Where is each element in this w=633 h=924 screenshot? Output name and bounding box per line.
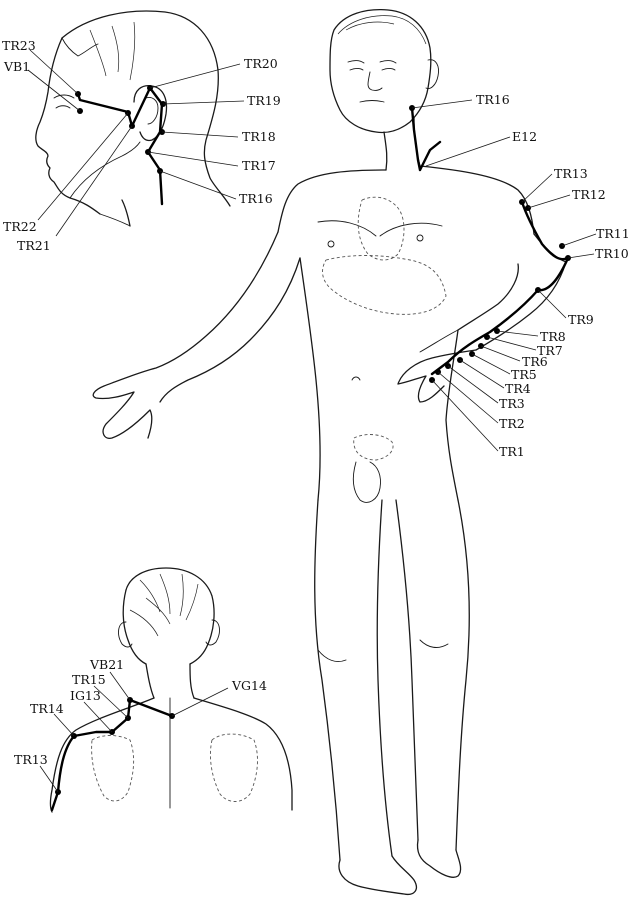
head-profile-illustration — [35, 10, 231, 227]
label-tr16-body: TR16 — [476, 92, 510, 107]
label-tr2-body: TR2 — [499, 416, 525, 431]
label-tr6-body: TR6 — [522, 354, 548, 369]
label-tr8-body: TR8 — [540, 329, 566, 344]
label-tr1-body: TR1 — [499, 444, 525, 459]
label-e12-body: E12 — [512, 129, 537, 144]
head-profile-view: TR23 VB1 TR20 TR19 TR18 TR17 TR16 TR22 T… — [2, 10, 281, 253]
label-tr15-back: TR15 — [72, 672, 106, 687]
label-vb21-back: VB21 — [89, 657, 124, 672]
head-meridian-path — [76, 86, 164, 206]
body-meridian-path — [410, 106, 570, 376]
label-tr13-back: TR13 — [14, 752, 48, 767]
label-tr23-head: TR23 — [2, 38, 36, 53]
label-vg14-back: VG14 — [231, 678, 267, 693]
label-tr14-back: TR14 — [30, 701, 64, 716]
label-tr22-head: TR22 — [3, 219, 37, 234]
head-leader-lines — [27, 49, 245, 237]
label-tr20-head: TR20 — [244, 56, 278, 71]
body-leader-lines — [411, 99, 597, 452]
label-tr18-head: TR18 — [242, 129, 276, 144]
label-ig13-back: IG13 — [70, 688, 101, 703]
label-tr3-body: TR3 — [499, 396, 525, 411]
label-vb1-head: VB1 — [3, 59, 30, 74]
full-body-front-view: TR16 E12 TR13 TR12 TR11 TR10 TR9 TR8 TR7… — [92, 8, 630, 896]
back-shoulder-view: VB21 TR15 IG13 TR14 VG14 TR13 — [14, 567, 293, 813]
label-tr10-body: TR10 — [595, 246, 629, 261]
back-leader-lines — [39, 671, 229, 793]
label-tr12-body: TR12 — [572, 187, 606, 202]
label-tr21-head: TR21 — [17, 238, 51, 253]
label-tr4-body: TR4 — [505, 381, 531, 396]
label-tr9-body: TR9 — [568, 312, 594, 327]
back-meridian-path — [50, 698, 174, 812]
label-tr16-head: TR16 — [239, 191, 273, 206]
body-illustration — [92, 8, 567, 896]
label-tr19-head: TR19 — [247, 93, 281, 108]
label-tr7-body: TR7 — [537, 343, 563, 358]
label-tr11-body: TR11 — [596, 226, 630, 241]
label-tr13-body: TR13 — [554, 166, 588, 181]
label-tr17-head: TR17 — [242, 158, 276, 173]
label-tr5-body: TR5 — [511, 367, 537, 382]
